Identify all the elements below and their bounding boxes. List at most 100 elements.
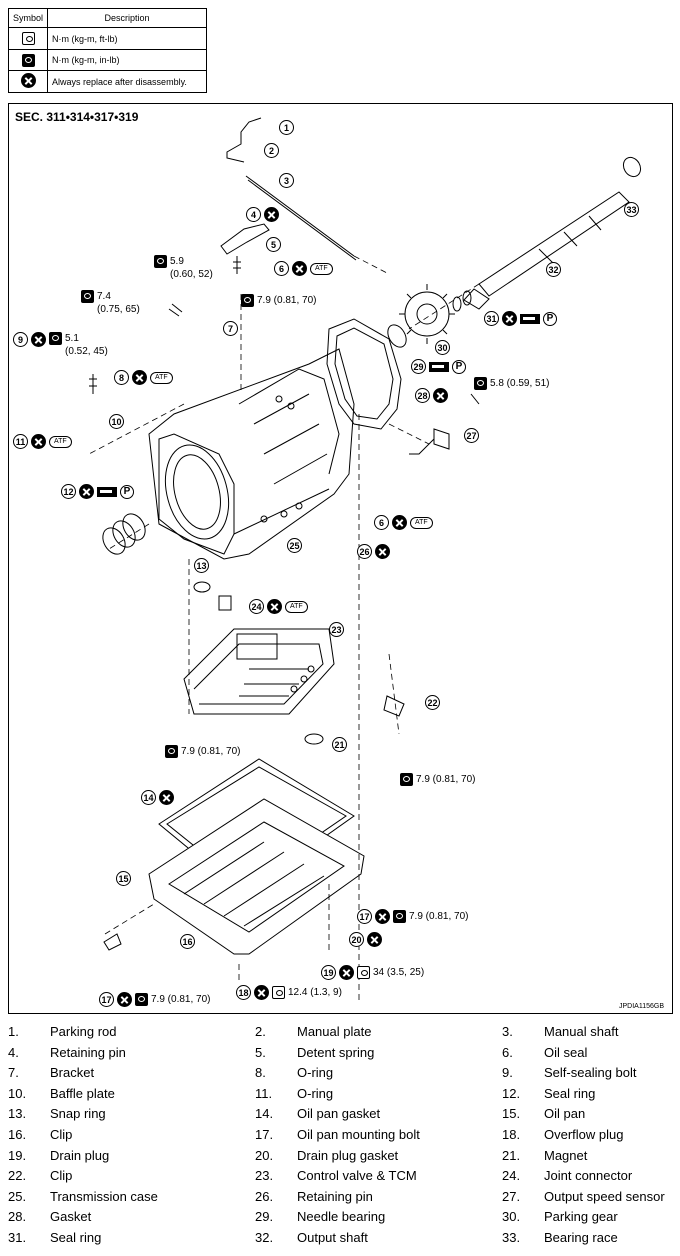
callout-1: 1 [279, 120, 294, 135]
torque-value: 7.4 [97, 291, 111, 302]
callout-number: 4 [246, 207, 261, 222]
part-number: 24. [502, 1168, 521, 1184]
callout-number: 33 [624, 202, 639, 217]
part-name: Oil seal [544, 1044, 588, 1060]
always-replace-icon [79, 484, 94, 499]
torque-inlb-icon [474, 377, 487, 390]
always-replace-icon [392, 515, 407, 530]
part-number: 17. [255, 1127, 274, 1142]
torque-value: 7.9 (0.81, 70) [257, 295, 317, 306]
callout-number: 17 [99, 992, 114, 1007]
callout-number: 18 [236, 985, 251, 1000]
part-name: Retaining pin [297, 1188, 373, 1204]
torque-inlb-icon [49, 332, 62, 345]
part-name: Output shaft [297, 1230, 368, 1245]
part-number: 14. [255, 1106, 274, 1122]
atf-icon: ATF [49, 435, 72, 448]
part-name: Seal ring [50, 1230, 102, 1245]
callout-number: 25 [287, 538, 302, 553]
callout-2: 2 [264, 143, 279, 158]
part-name: Oil pan gasket [297, 1106, 381, 1122]
part-name: Magnet [544, 1147, 588, 1163]
callout-number: 5 [266, 237, 281, 252]
part-name: Overflow plug [544, 1127, 624, 1142]
part-name: Oil pan mounting bolt [297, 1127, 420, 1142]
torque-callout-1: 5.9 (0.60, 52) [154, 255, 213, 281]
callout-16: 16 [180, 934, 195, 949]
callout-number: 13 [194, 558, 209, 573]
always-replace-icon [117, 992, 132, 1007]
always-replace-icon [267, 599, 282, 614]
callout-number: 16 [180, 934, 195, 949]
part-number: 3. [502, 1024, 513, 1039]
transmission-case-shape [148, 348, 355, 560]
bearing-race-shape [622, 156, 642, 178]
callout-number: 24 [249, 599, 264, 614]
callout-25: 25 [287, 538, 302, 553]
part-name: Seal ring [544, 1085, 596, 1101]
callout-number: 3 [279, 173, 294, 188]
torque-ftlb-icon [357, 966, 370, 979]
part-number: 22. [8, 1168, 27, 1184]
part-number: 16. [8, 1127, 27, 1142]
torque-inlb-icon [154, 255, 167, 268]
part-number: 9. [502, 1065, 513, 1081]
callout-number: 23 [329, 622, 344, 637]
always-replace-icon [264, 207, 279, 222]
callout-number: 7 [223, 321, 238, 336]
part-name: Parking gear [544, 1209, 618, 1225]
callout-5: 5 [266, 237, 281, 252]
torque-value: 5.9 [170, 256, 184, 267]
callout-22: 22 [425, 695, 440, 710]
callout-18: 18 12.4 (1.3, 9) [236, 985, 342, 1000]
part-name: Drain plug [50, 1147, 110, 1163]
always-replace-icon [367, 932, 382, 947]
always-replace-icon [132, 370, 147, 385]
seal-rings-shape [102, 513, 146, 555]
callout-21: 21 [332, 737, 347, 752]
part-number: 31. [8, 1230, 27, 1245]
torque-value-sub: (0.52, 45) [65, 346, 108, 357]
torque-value: 7.9 (0.81, 70) [409, 911, 469, 922]
part-number: 8. [255, 1065, 266, 1081]
callout-17-right: 17 7.9 (0.81, 70) [357, 909, 468, 924]
callout-number: 15 [116, 871, 131, 886]
callout-number: 28 [415, 388, 430, 403]
callout-number: 19 [321, 965, 336, 980]
callout-32: 32 [546, 262, 561, 277]
torque-value: 7.9 (0.81, 70) [416, 774, 476, 785]
torque-value: 7.9 (0.81, 70) [181, 746, 241, 757]
part-name: Detent spring [297, 1044, 375, 1060]
atf-icon: ATF [310, 262, 333, 275]
callout-number: 26 [357, 544, 372, 559]
torque-ftlb-icon [272, 986, 285, 999]
callout-number: 6 [374, 515, 389, 530]
part-number: 5. [255, 1044, 266, 1060]
petroleum-jelly-icon [520, 313, 540, 324]
part-name: Gasket [50, 1209, 92, 1225]
torque-callout-4: 7.9 (0.81, 70) [241, 294, 316, 307]
symbol-legend-table: Symbol Description N·m (kg-m, ft-lb) N·m… [7, 7, 207, 93]
always-replace-icon [292, 261, 307, 276]
callout-8: 8 ATF [114, 370, 173, 385]
section-title: SEC. 311•314•317•319 [15, 110, 139, 124]
callout-7: 7 [223, 321, 238, 336]
legend-header-description: Description [47, 7, 207, 29]
part-number: 15. [502, 1106, 521, 1122]
torque-value: 7.9 (0.81, 70) [151, 994, 211, 1005]
torque-value: 5.1 [65, 333, 79, 344]
torque-callout-7: 7.9 (0.81, 70) [400, 773, 475, 786]
always-replace-icon [159, 790, 174, 805]
callout-11: 11 ATF [13, 434, 72, 449]
part-name: Drain plug gasket [297, 1147, 399, 1163]
p-icon: P [452, 359, 466, 374]
callout-15: 15 [116, 871, 131, 886]
callout-number: 9 [13, 332, 28, 347]
callout-number: 27 [464, 428, 479, 443]
callout-4: 4 [246, 207, 279, 222]
parking-rod-shape [226, 117, 262, 163]
atf-icon: ATF [285, 600, 308, 613]
callout-number: 21 [332, 737, 347, 752]
callout-number: 29 [411, 359, 426, 374]
control-valve-shape [183, 628, 335, 715]
